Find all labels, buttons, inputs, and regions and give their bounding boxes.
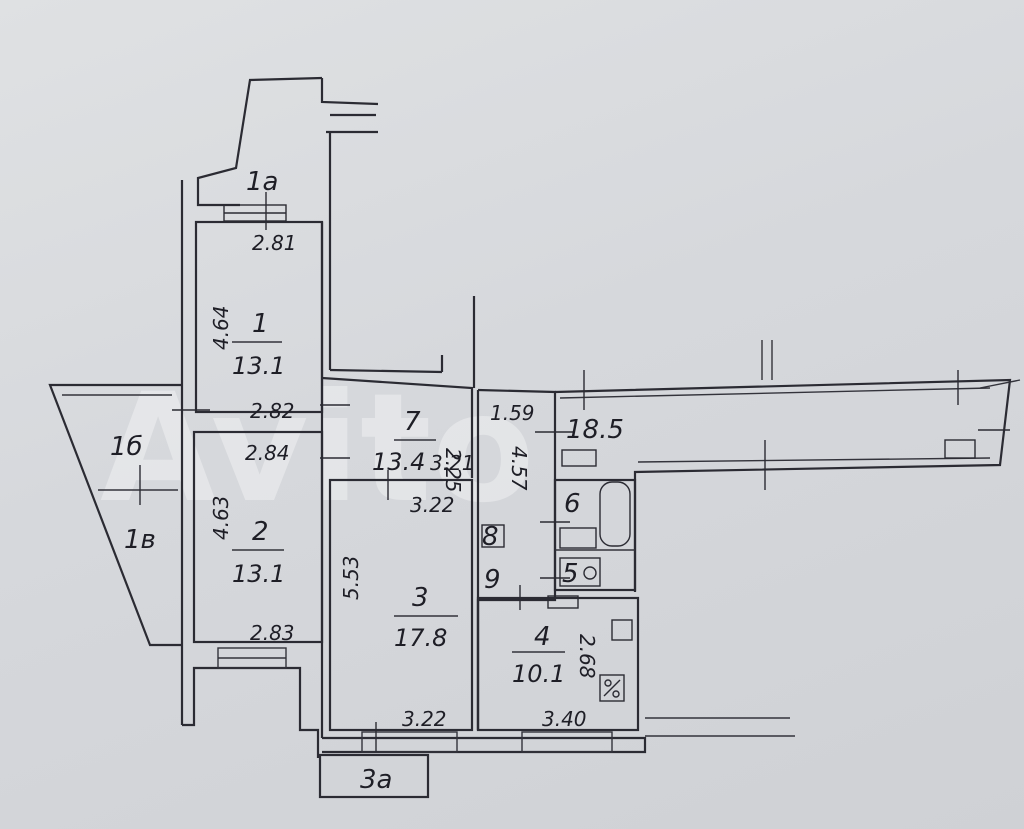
fixtures bbox=[223, 204, 976, 702]
dim-r2-length: 4.63 bbox=[209, 495, 233, 540]
room-area-1: 13.1 bbox=[232, 352, 285, 380]
room-area-4: 10.1 bbox=[512, 660, 565, 688]
room-number-8: 8 bbox=[482, 522, 499, 552]
dim-r4-length: 2.68 bbox=[575, 634, 599, 679]
room-number-6: 6 bbox=[564, 489, 581, 519]
room-area-7: 13.4 bbox=[372, 448, 425, 476]
dim-r7-b: 3.21 bbox=[430, 451, 475, 475]
dim-r3-length: 5.53 bbox=[339, 555, 363, 600]
dim-corridor-length: 4.57 bbox=[507, 446, 531, 491]
dim-r2-bottom: 2.83 bbox=[250, 621, 295, 645]
room-labels: 1а 1 13.1 1б 1в 2 13.1 3 17.8 3а 4 10.1 … bbox=[110, 167, 624, 795]
room-number-1b: 1б bbox=[110, 432, 143, 462]
dim-r7-a: 2.25 bbox=[441, 448, 465, 493]
room-number-3: 3 bbox=[412, 583, 429, 613]
room-number-1: 1 bbox=[252, 309, 269, 339]
dim-r1-width: 2.81 bbox=[252, 231, 297, 255]
room-number-1v: 1в bbox=[124, 525, 156, 555]
room-number-7: 7 bbox=[404, 407, 421, 437]
dim-r1-length: 4.64 bbox=[209, 305, 233, 350]
room-number-2: 2 bbox=[252, 517, 269, 547]
dimension-labels: 2.81 4.64 2.82 2.84 4.63 2.83 2.25 3.21 … bbox=[209, 231, 599, 731]
room-number-5: 5 bbox=[562, 559, 579, 589]
room-area-2: 13.1 bbox=[232, 560, 285, 588]
dim-r4-bottom: 3.40 bbox=[542, 707, 587, 731]
dim-r3-bottom: 3.22 bbox=[402, 707, 447, 731]
room-number-18: 18.5 bbox=[566, 415, 624, 445]
watermark: Avito bbox=[100, 362, 535, 536]
dim-corridor-width: 1.59 bbox=[490, 401, 535, 425]
room-area-3: 17.8 bbox=[394, 624, 447, 652]
dim-r3-top: 3.22 bbox=[410, 493, 455, 517]
room-number-4: 4 bbox=[534, 622, 551, 652]
dim-r2-top: 2.84 bbox=[245, 441, 290, 465]
walls bbox=[48, 76, 1021, 799]
room-number-9: 9 bbox=[484, 565, 501, 595]
room-number-1a: 1а bbox=[246, 167, 278, 197]
dim-r1-bottom: 2.82 bbox=[250, 399, 295, 423]
dimension-ticks bbox=[139, 192, 1010, 752]
room-number-3a: 3а bbox=[360, 765, 392, 795]
